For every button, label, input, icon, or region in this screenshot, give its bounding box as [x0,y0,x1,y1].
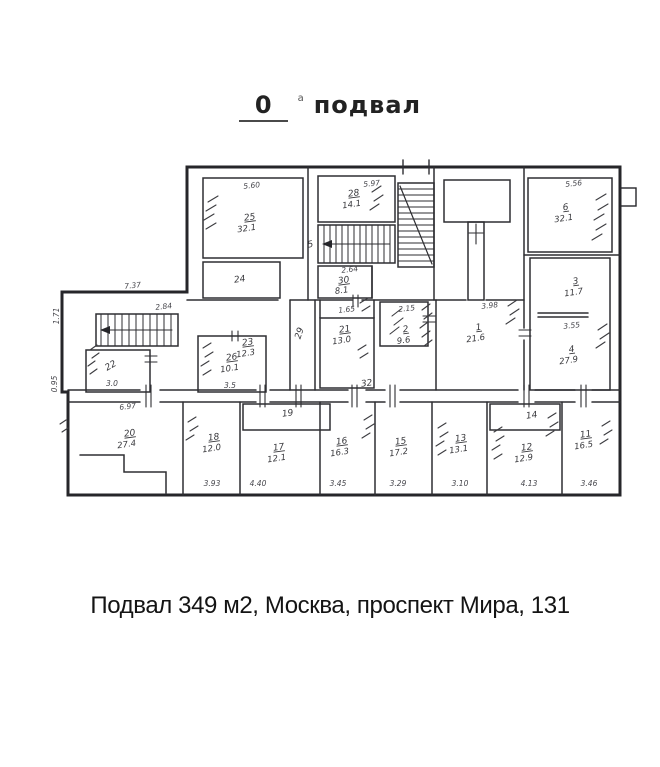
room-16-area: 16.3 [330,447,350,460]
room-17-area: 12.1 [267,453,287,466]
room-18-area: 12.0 [202,443,222,456]
room-17-number: 17 [272,442,285,454]
shaft-pillar-stem [467,221,485,301]
inner-walls [67,166,621,496]
room-11-area: 16.5 [574,440,594,453]
room-16-number: 16 [335,436,348,448]
dim-label: 3.45 [330,479,347,488]
room-6-number: 6 [562,203,569,214]
room-15-number: 15 [394,436,407,448]
window-stub [619,187,637,207]
room-26-number: 26 [225,352,238,364]
room-24-number: 24 [233,274,246,286]
room-13-area: 13.1 [449,444,469,457]
dim-label: 1.71 [52,308,61,325]
room-20-area: 27.4 [117,439,137,452]
dim-label: 5.60 [243,180,261,191]
room20-step [79,454,167,494]
shaft-pillar [443,179,511,223]
room-14-number: 14 [525,410,538,422]
exit-ticks [402,159,430,175]
door-marks [144,223,587,408]
dim-label: 5.97 [363,178,381,189]
room-28-area: 14.1 [342,199,362,212]
dim-label: 3.29 [390,479,407,488]
floor-name-label: подвал [313,91,422,119]
room-15-area: 17.2 [389,447,409,460]
room-28-number: 28 [347,188,360,200]
room-4-area: 27.9 [559,355,579,368]
stair-diagonal [399,185,433,265]
room-12-area: 12.9 [514,453,534,466]
room-3-area: 11.7 [564,287,585,300]
plan-title: 0 а подвал [0,92,660,132]
room-32-number: 32 [360,378,373,390]
room-23-number: 23 [241,337,254,349]
room-6-area: 32.1 [554,213,574,226]
room-30-area: 8.1 [334,285,349,297]
dim-label: 3.93 [204,479,221,488]
room-21-area: 13.0 [332,335,352,348]
room-5-number: 5 [307,239,315,250]
arrow-head [322,240,332,248]
room-26-area: 10.1 [220,363,240,376]
outer-walls [60,165,637,497]
floor-number: 0 [238,92,288,123]
room-25-area: 32.1 [237,223,257,236]
dim-label: 6.97 [119,401,137,412]
dim-label: 3.0 [106,379,118,388]
counter-line [537,312,589,318]
hatch-marks [59,185,613,460]
dimension-labels: 7.37 2.84 1.71 0.95 [50,280,173,392]
dim-label: 5.56 [565,178,583,189]
room-2-number: 2 [402,325,409,336]
room-2-area: 9.6 [396,335,411,347]
dim-label: 2.84 [155,301,173,312]
room-30-number: 30 [337,275,350,287]
dim-label: 3.10 [452,479,469,488]
arrow-head [100,326,110,334]
room-18-number: 18 [207,432,220,444]
dim-label: 2.15 [398,303,416,314]
room-20-number: 20 [123,428,136,440]
dim-label: 4.13 [521,479,538,488]
stair-direction-arrows [100,159,430,334]
room-11-number: 11 [579,429,592,440]
room-19-number: 19 [281,408,294,420]
room-4-number: 4 [568,345,575,356]
room-1-number: 1 [475,323,482,334]
room-22-number: 22 [104,359,119,374]
room-1-area: 21.6 [466,333,487,346]
room-13-number: 13 [454,433,467,445]
room-labels: 25 32.1 5.60 24 28 14.1 5.97 5 6 32.1 5.… [104,178,598,488]
dim-label: 3.46 [581,479,598,488]
dim-label: 3.5 [224,381,236,390]
room-23-area: 12.3 [236,348,256,361]
dim-label: 3.98 [481,300,499,311]
dim-label: 3.55 [563,320,581,331]
floor-mark: а [297,93,304,104]
dim-label: 4.40 [250,479,267,488]
dim-label: 1.65 [338,304,356,315]
dim-label: 7.37 [124,280,142,291]
dim-label: 0.95 [50,375,59,392]
dim-label: 2.64 [341,264,359,275]
room-25-number: 25 [243,212,256,224]
room-29-number: 29 [294,326,307,340]
room-3-number: 3 [572,277,579,288]
room-12-number: 12 [520,442,533,454]
listing-caption: Подвал 349 м2, Москва, проспект Мира, 13… [90,592,570,619]
room-21-number: 21 [338,324,351,335]
stair-hatching [100,185,435,347]
